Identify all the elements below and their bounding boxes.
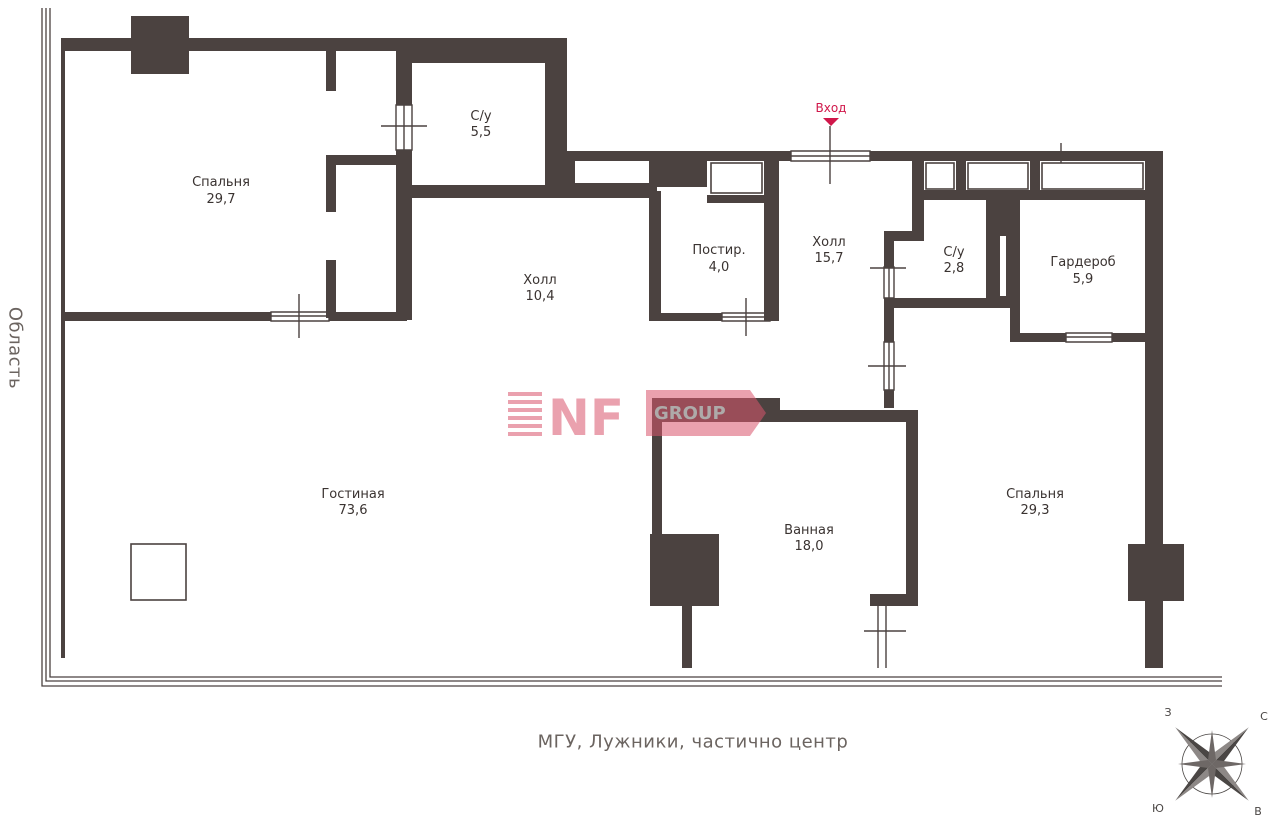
room-name-bathroom: Ванная <box>784 523 834 538</box>
room-name-wc-2: С/у <box>943 245 964 260</box>
room-area-hall-1: 10,4 <box>526 289 555 304</box>
room-name-bedroom-east: Спальня <box>1006 487 1064 502</box>
room-area-bedroom-west: 29,7 <box>207 192 236 207</box>
compass-east: В <box>1254 805 1262 818</box>
fixture-box <box>130 543 187 601</box>
room-name-bedroom-west: Спальня <box>192 175 250 190</box>
room-name-living-room: Гостиная <box>321 487 384 502</box>
column-bathroom <box>650 534 719 606</box>
compass-rose-icon <box>1175 727 1249 801</box>
watermark-stripes <box>508 392 542 436</box>
room-name-hall-2: Холл <box>812 235 845 250</box>
column-north-west <box>131 16 189 74</box>
room-area-laundry: 4,0 <box>709 260 730 275</box>
compass-west: З <box>1164 706 1171 719</box>
room-name-hall-1: Холл <box>523 273 556 288</box>
doors <box>270 104 1113 668</box>
built-ins <box>130 162 1144 601</box>
entrance-marker: Вход <box>816 101 847 126</box>
room-area-bedroom-east: 29,3 <box>1021 503 1050 518</box>
entrance-label: Вход <box>816 101 847 115</box>
entrance-arrow-icon <box>823 118 839 126</box>
room-area-wardrobe: 5,9 <box>1073 272 1094 287</box>
room-area-wc-1: 5,5 <box>471 125 492 140</box>
view-label-bottom: МГУ, Лужники, частично центр <box>537 731 849 753</box>
room-name-wc-1: С/у <box>470 109 491 124</box>
watermark-group-banner <box>646 390 766 436</box>
room-name-wardrobe: Гардероб <box>1050 255 1115 270</box>
room-area-bathroom: 18,0 <box>795 539 824 554</box>
watermark: NF GROUP <box>508 389 766 447</box>
facade-lines <box>41 8 1222 687</box>
room-labels: Спальня 29,7 С/у 5,5 Холл 10,4 Постир. 4… <box>192 109 1116 554</box>
column-east <box>1128 544 1184 601</box>
watermark-nf: NF <box>548 389 624 447</box>
compass-north: С <box>1260 710 1268 723</box>
room-area-wc-2: 2,8 <box>944 261 965 276</box>
watermark-group: GROUP <box>654 403 726 424</box>
room-area-hall-2: 15,7 <box>815 251 844 266</box>
room-area-living-room: 73,6 <box>339 503 368 518</box>
room-name-laundry: Постир. <box>692 243 745 258</box>
walls <box>61 16 1184 668</box>
compass-south: Ю <box>1152 802 1164 815</box>
view-label-left: Область <box>4 306 26 390</box>
